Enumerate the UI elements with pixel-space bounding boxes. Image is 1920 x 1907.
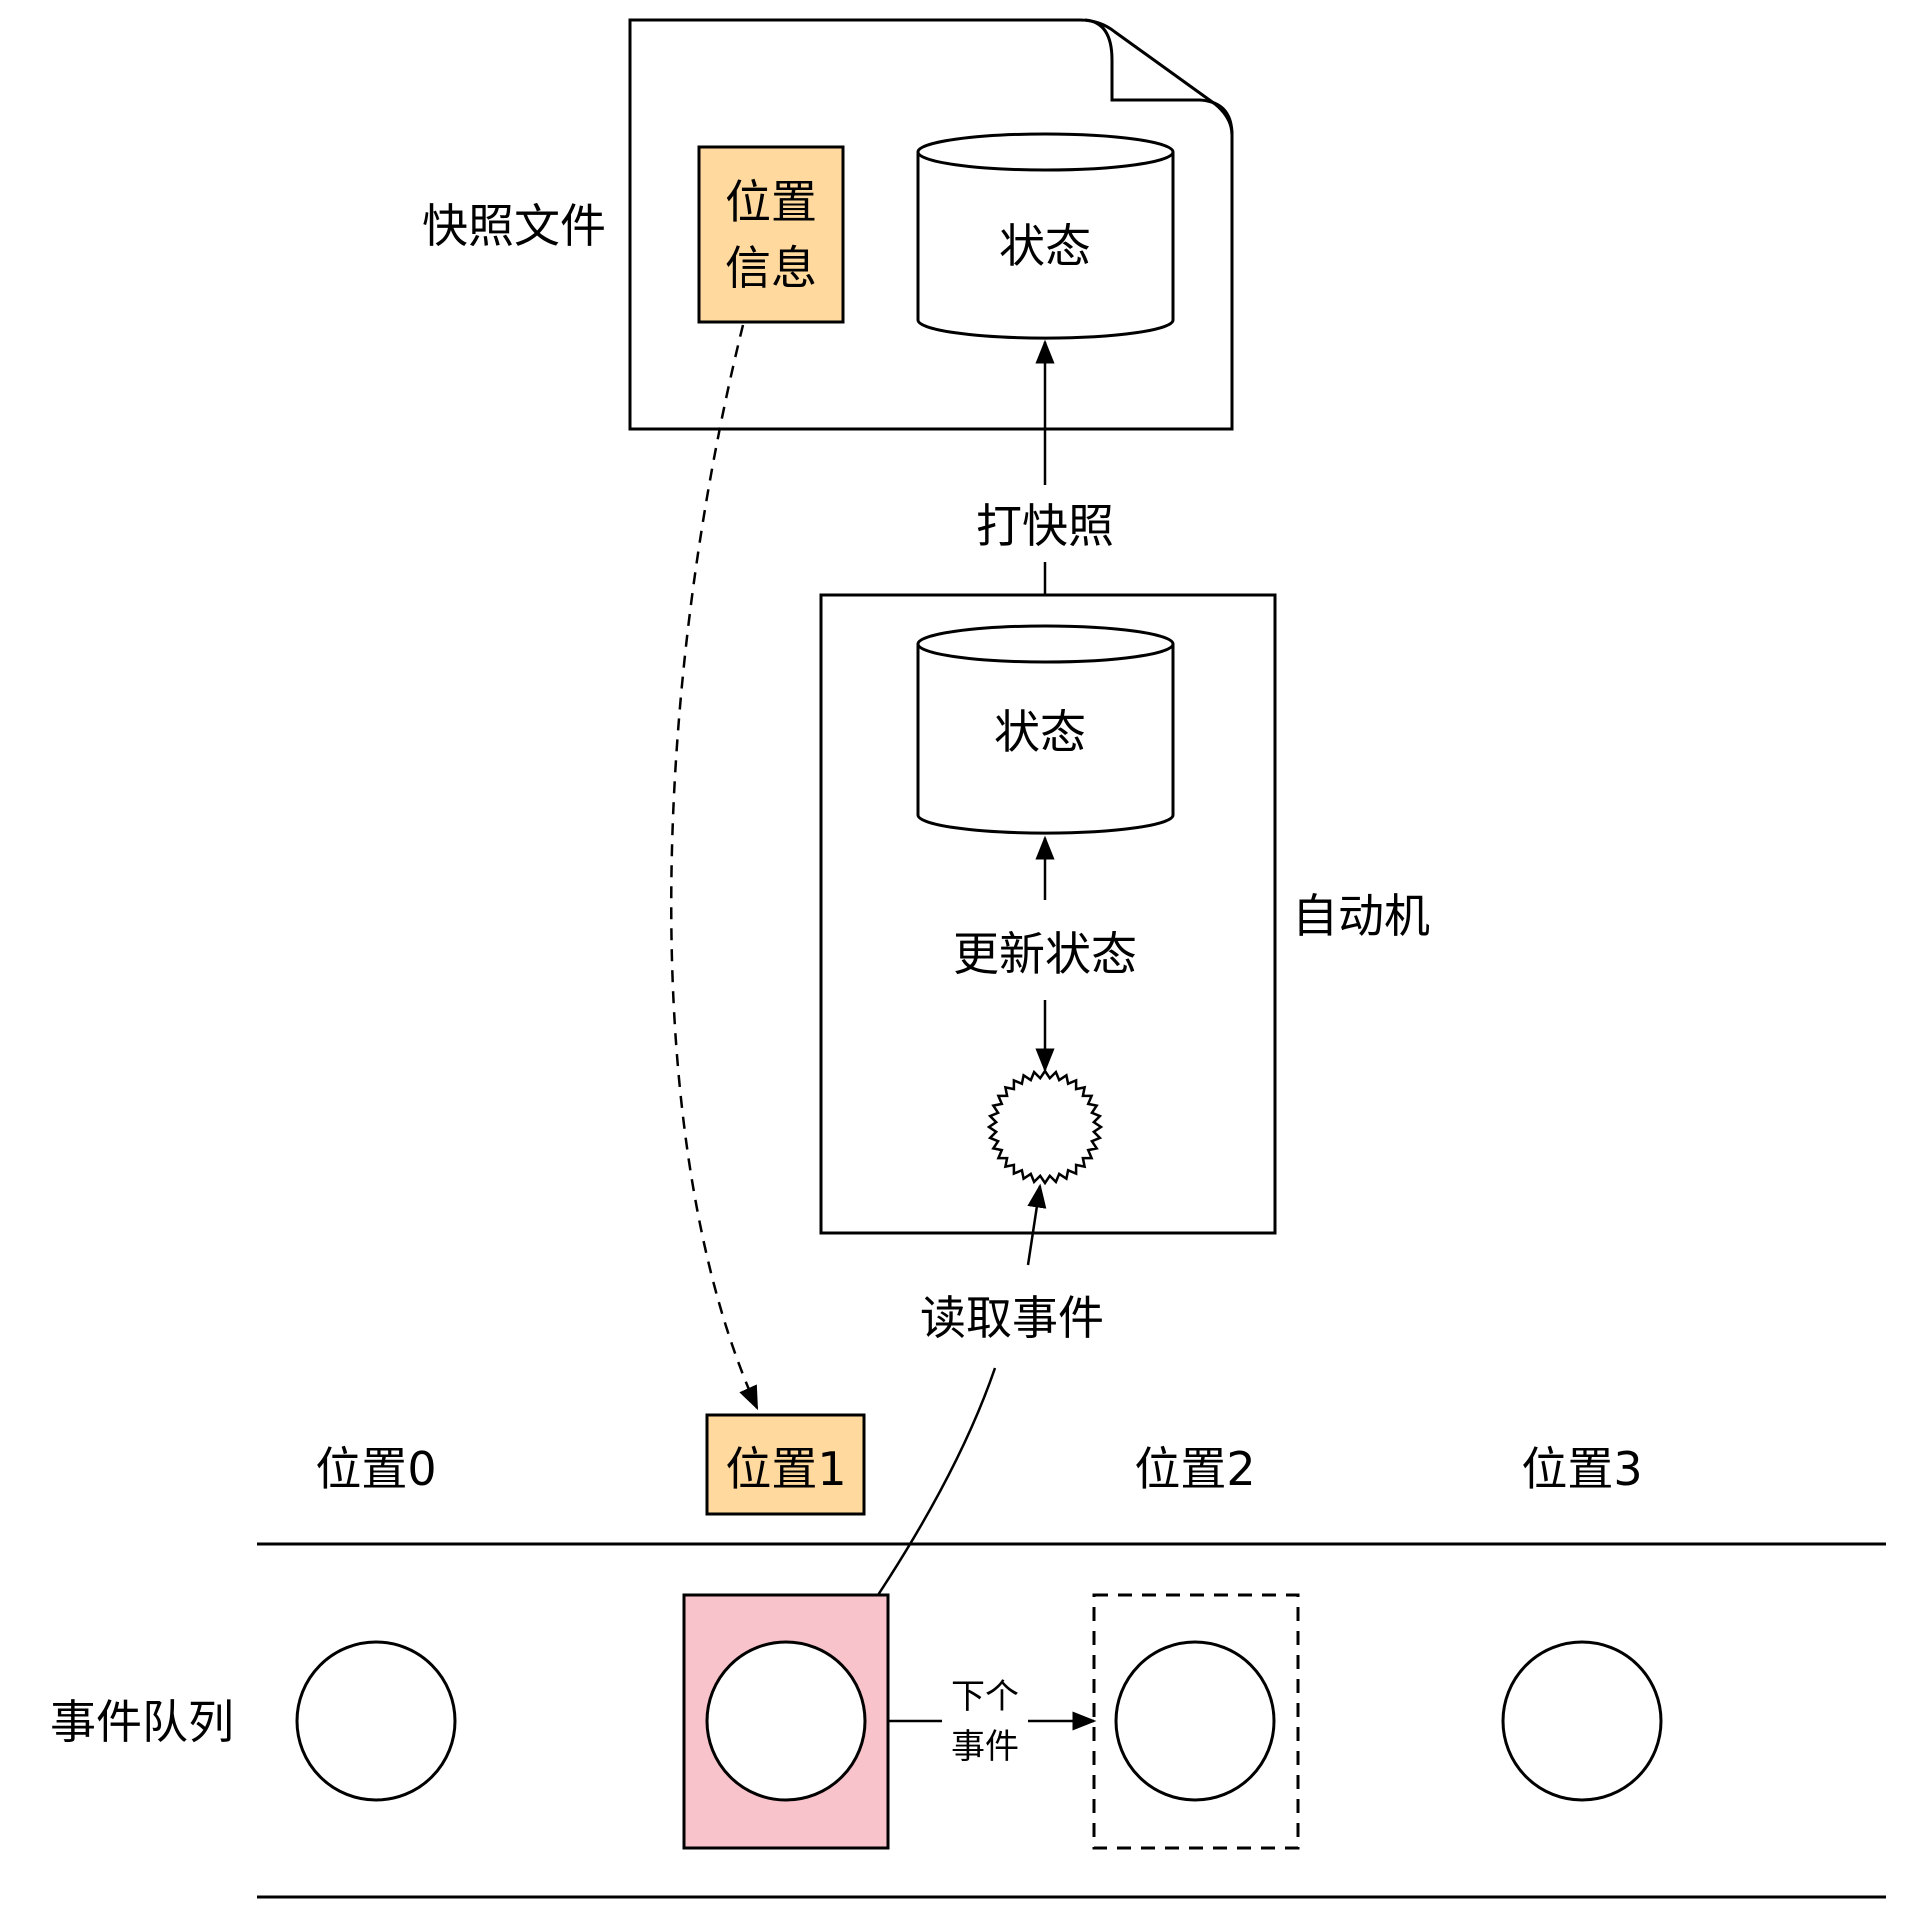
position-info-line1: 位置: [725, 175, 817, 229]
read-event-curve-lower: [876, 1367, 997, 1596]
next-event-label-line2: 事件: [951, 1727, 1019, 1767]
position-label-1: 位置1: [725, 1442, 846, 1496]
position-label-0: 位置0: [315, 1442, 436, 1496]
event-processing-starburst-icon: [986, 1068, 1104, 1186]
position-1-highlight: [705, 1413, 866, 1516]
event-0: [295, 1640, 457, 1802]
read-event-curve-upper: [1026, 1183, 1047, 1266]
read-event-label: 读取事件: [920, 1291, 1104, 1345]
automaton-label: 自动机: [1292, 889, 1430, 943]
position-label-2: 位置2: [1134, 1442, 1255, 1496]
event-queue-label: 事件队列: [50, 1695, 234, 1749]
next-event-box: [1092, 1593, 1300, 1850]
event-queue: 事件队列 位置0 位置1 位置2 位置3 下个 事件: [50, 1413, 1886, 1899]
snapshot-state-label: 状态: [999, 219, 1091, 273]
position-info-line2: 信息: [725, 241, 817, 295]
page-fold: [1084, 18, 1234, 136]
take-snapshot-label: 打快照: [976, 499, 1114, 553]
position-info-link: [670, 324, 759, 1411]
automaton: 自动机 状态 更新状态: [819, 593, 1430, 1235]
event-3: [1501, 1640, 1663, 1802]
position-info-box: [697, 145, 845, 324]
event-2: [1114, 1640, 1276, 1802]
snapshot-file: 快照文件 位置 信息 状态: [422, 18, 1234, 431]
automaton-state-cylinder: [916, 624, 1175, 835]
event-1: [705, 1640, 867, 1802]
next-event-label-line1: 下个: [951, 1677, 1019, 1717]
position-label-3: 位置3: [1521, 1442, 1642, 1496]
automaton-state-label: 状态: [994, 705, 1086, 759]
snapshot-state-cylinder: [916, 132, 1175, 340]
snapshot-file-label: 快照文件: [422, 199, 606, 253]
update-state-label: 更新状态: [953, 927, 1137, 981]
